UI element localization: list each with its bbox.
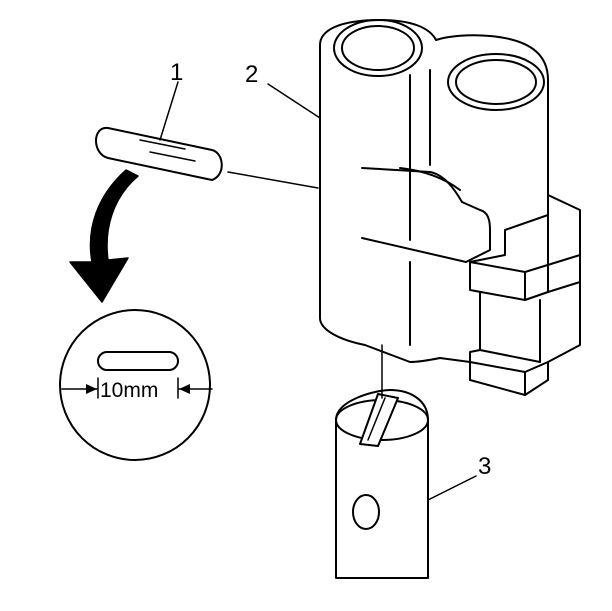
shaft <box>335 389 429 579</box>
curved-arrow-icon <box>69 169 139 303</box>
slot-outline <box>97 351 179 371</box>
pin-leader-line <box>227 171 319 189</box>
dim-arrow-right-icon <box>179 384 190 394</box>
housing-block <box>319 19 581 396</box>
callout-3: 3 <box>478 453 491 480</box>
dimension-label: 10mm <box>100 379 158 402</box>
callout-2: 2 <box>245 61 258 88</box>
dim-arrow-left-icon <box>86 384 97 394</box>
callout-1: 1 <box>170 59 183 86</box>
pin <box>95 126 223 181</box>
callout-2-leader <box>267 83 321 119</box>
callout-1-leader <box>159 81 179 141</box>
callout-3-leader <box>427 475 477 501</box>
detail-magnifier: 10mm <box>59 309 213 461</box>
